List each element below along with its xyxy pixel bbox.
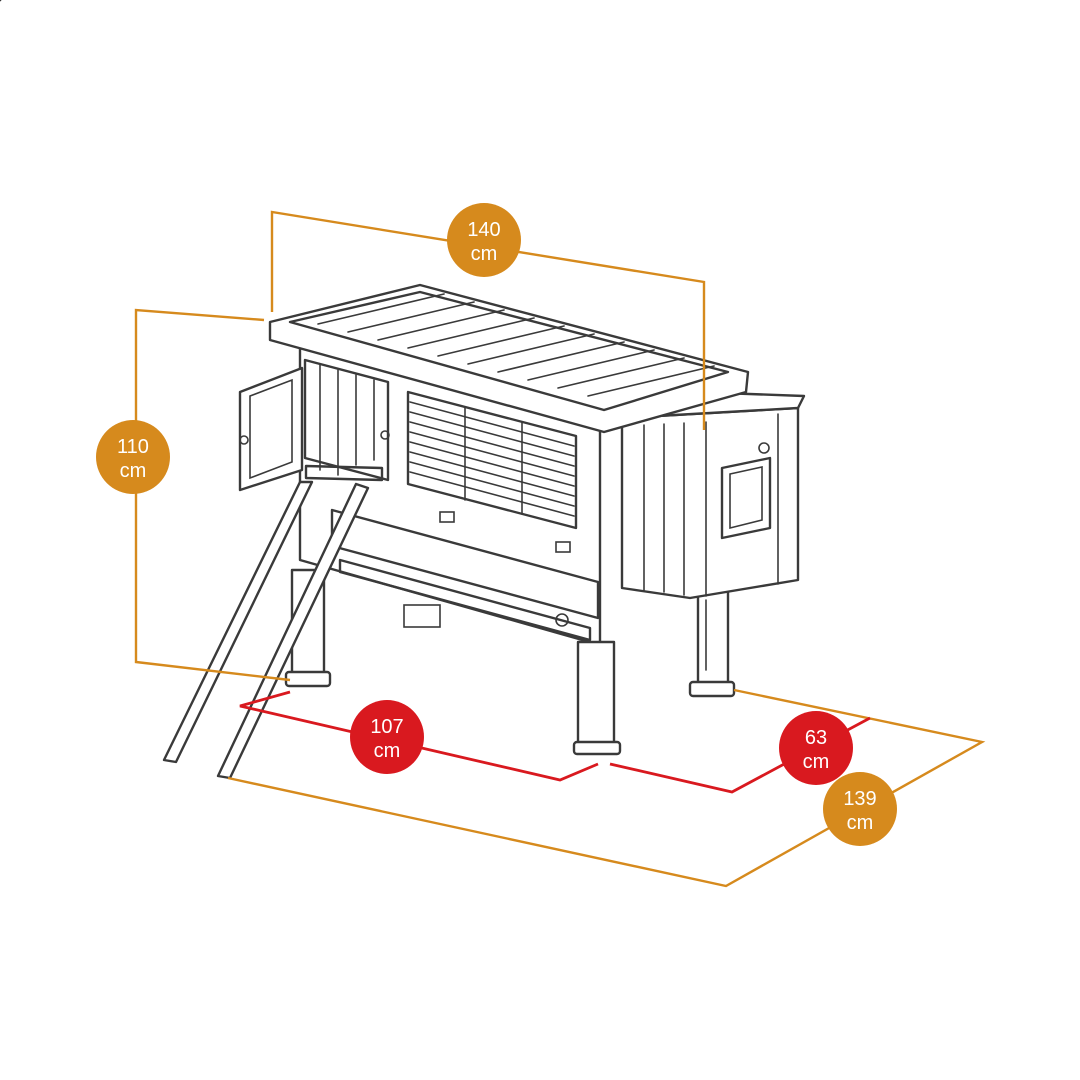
badge-depth: 139 cm xyxy=(823,772,897,846)
coop-drawing xyxy=(0,0,806,780)
badge-base-depth-unit: cm xyxy=(803,751,830,773)
badge-width-top: 140 cm xyxy=(447,203,521,277)
badge-base-depth-value: 63 xyxy=(805,727,827,749)
badge-width-top-value: 140 xyxy=(467,219,500,241)
access-ladder xyxy=(0,0,384,780)
badge-depth-value: 139 xyxy=(843,788,876,810)
badge-base-width: 107 cm xyxy=(350,700,424,774)
dimension-lines-inner xyxy=(239,690,871,794)
badge-height-unit: cm xyxy=(120,460,147,482)
badge-height: 110 cm xyxy=(96,420,170,494)
badge-base-width-value: 107 xyxy=(370,716,403,738)
badge-depth-unit: cm xyxy=(847,812,874,834)
badge-base-width-unit: cm xyxy=(374,740,401,762)
coop-roof xyxy=(268,283,750,434)
badge-height-value: 110 xyxy=(117,436,149,458)
vent-slats xyxy=(409,401,575,517)
badge-base-depth: 63 cm xyxy=(779,711,853,785)
open-door xyxy=(238,366,304,492)
nesting-box xyxy=(620,388,806,600)
badge-width-top-unit: cm xyxy=(471,243,498,265)
